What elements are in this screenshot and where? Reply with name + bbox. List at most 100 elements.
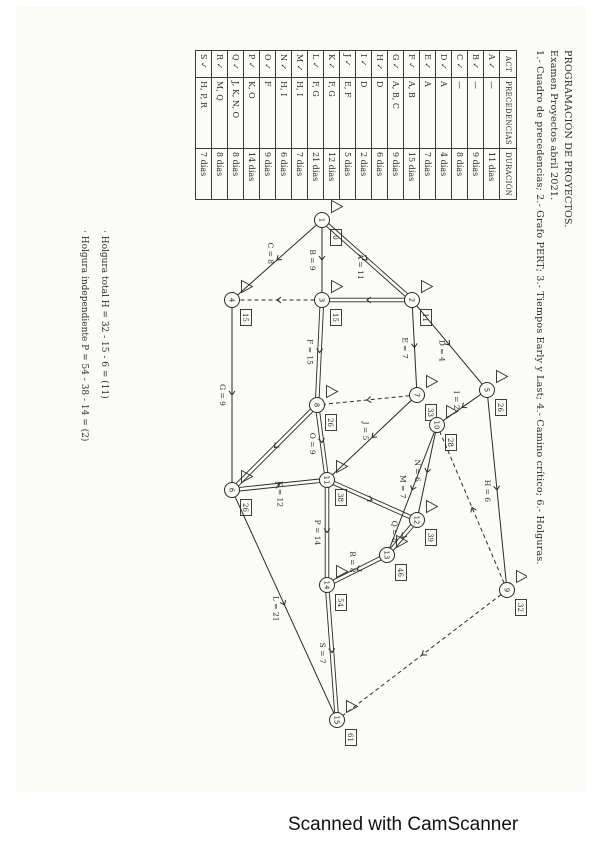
- pert-network: A = 11B = 9C = 8D = 4E = 7F = 15G = 9H =…: [218, 199, 527, 746]
- edge-label: P = 14: [313, 520, 322, 546]
- critical-edge-line: [332, 484, 410, 520]
- event-node: [379, 547, 395, 563]
- event-node: [314, 292, 330, 308]
- early-time-box: [445, 434, 457, 451]
- edge-arrow: [424, 467, 432, 474]
- cell-act: R ✓: [211, 50, 228, 78]
- cell-pre: A: [419, 77, 436, 149]
- critical-edge-line: [325, 592, 336, 713]
- late-time-triangle: [336, 564, 349, 579]
- cell-pre: K, O: [243, 77, 260, 149]
- cell-pre: D: [371, 77, 388, 149]
- event-node: [329, 712, 345, 728]
- early-time-box: [330, 309, 342, 326]
- cell-act: A ✓: [483, 50, 500, 78]
- edge-arrow: [279, 600, 287, 606]
- late-time-triangle: [241, 279, 254, 294]
- early-time-box: [335, 594, 347, 611]
- camscanner-watermark: Scanned with CamScanner: [288, 814, 519, 835]
- edge-label: G = 9: [218, 384, 227, 406]
- edge-label: L = 21: [271, 596, 280, 622]
- cell-pre: —: [483, 77, 500, 149]
- node-number: 3: [317, 298, 325, 302]
- early-time-box: [425, 529, 437, 546]
- node-number: 13: [382, 551, 390, 560]
- header-precedences: PRECEDENCIAS: [499, 77, 517, 149]
- critical-edge-line: [239, 482, 320, 492]
- event-node: [319, 472, 335, 488]
- edge-arrow: [228, 390, 236, 396]
- cell-act: L ✓: [307, 50, 324, 78]
- edge-label: C = 8: [266, 242, 275, 264]
- edge-label: I = 2: [452, 391, 461, 410]
- early-time-box: [345, 729, 357, 746]
- cell-pre: A, B, C: [387, 77, 404, 149]
- late-time-triangle: [426, 499, 439, 514]
- cell-act: H ✓: [371, 50, 388, 78]
- node-number: 11: [322, 476, 330, 485]
- late-time-triangle: [346, 699, 359, 714]
- cell-act: C ✓: [451, 50, 468, 78]
- edge-arrow: [361, 255, 368, 261]
- late-time-triangle: [396, 534, 409, 549]
- late-time-triangle: [241, 469, 254, 484]
- early-time-value: 38: [336, 493, 344, 502]
- early-time-box: [395, 564, 407, 581]
- early-time-box: [240, 499, 252, 516]
- edge-label: F = 15: [306, 339, 315, 365]
- doc-title: PROGRAMACIÓN DE PROYECTOS.: [562, 50, 573, 228]
- doc-steps: 1.- Cuadro de precedencias; 2.- Grafo PE…: [534, 50, 545, 565]
- event-node: [314, 212, 330, 228]
- early-time-box: [495, 399, 507, 416]
- critical-edge-line: [318, 307, 324, 398]
- early-time-value: 15: [241, 313, 249, 322]
- table-row: C ✓—8 días: [451, 50, 468, 200]
- edge-arrow: [318, 437, 325, 444]
- cell-pre: —: [451, 77, 468, 149]
- early-time-value: 28: [446, 438, 454, 447]
- early-time-value: 26: [496, 403, 504, 412]
- early-time-value: 39: [426, 533, 434, 542]
- critical-edge-line: [328, 223, 408, 295]
- table-row: A ✓—11 días: [483, 50, 500, 200]
- doc-subtitle: Examen Proyectos abril 2021.: [548, 50, 559, 201]
- edge-arrow: [470, 506, 477, 513]
- cell-act: K ✓: [323, 50, 340, 78]
- early-time-box: [325, 414, 337, 431]
- late-time-triangle: [331, 199, 344, 214]
- critical-edge-line: [334, 480, 412, 516]
- edge-arrow: [323, 528, 331, 534]
- early-time-value: 26: [326, 418, 334, 427]
- critical-edge-line: [328, 592, 339, 713]
- table-header-row: ACT PRECEDENCIAS DURACIÓN: [499, 50, 517, 200]
- event-node: [319, 577, 335, 593]
- table-row: B ✓—9 días: [467, 50, 484, 200]
- critical-edge-line: [390, 524, 412, 549]
- early-time-box: [335, 489, 347, 506]
- edge-label: N = 6: [413, 459, 422, 482]
- edge-arrow: [366, 396, 372, 404]
- edge-arrow: [410, 343, 418, 349]
- edge-arrow: [276, 296, 282, 304]
- scanned-paper: [18, 8, 584, 790]
- cell-pre: M, Q: [211, 77, 228, 149]
- node-number: 6: [227, 488, 235, 493]
- early-time-box: [515, 599, 527, 616]
- edge-label: B = 9: [308, 249, 317, 271]
- slack-total-note: · Holgura total H = 32 - 15 - 6 = (11): [99, 230, 109, 399]
- edge-arrow: [273, 442, 280, 449]
- cell-act: I ✓: [355, 50, 372, 78]
- slack-independent-note: · Holgura independiente P = 54 - 38 - 14…: [79, 230, 89, 442]
- edge-arrow: [276, 255, 283, 261]
- node-number: 1: [317, 218, 325, 222]
- cell-pre: F, G: [323, 77, 340, 149]
- cell-act: Q ✓: [227, 50, 244, 78]
- cell-act: E ✓: [419, 50, 436, 78]
